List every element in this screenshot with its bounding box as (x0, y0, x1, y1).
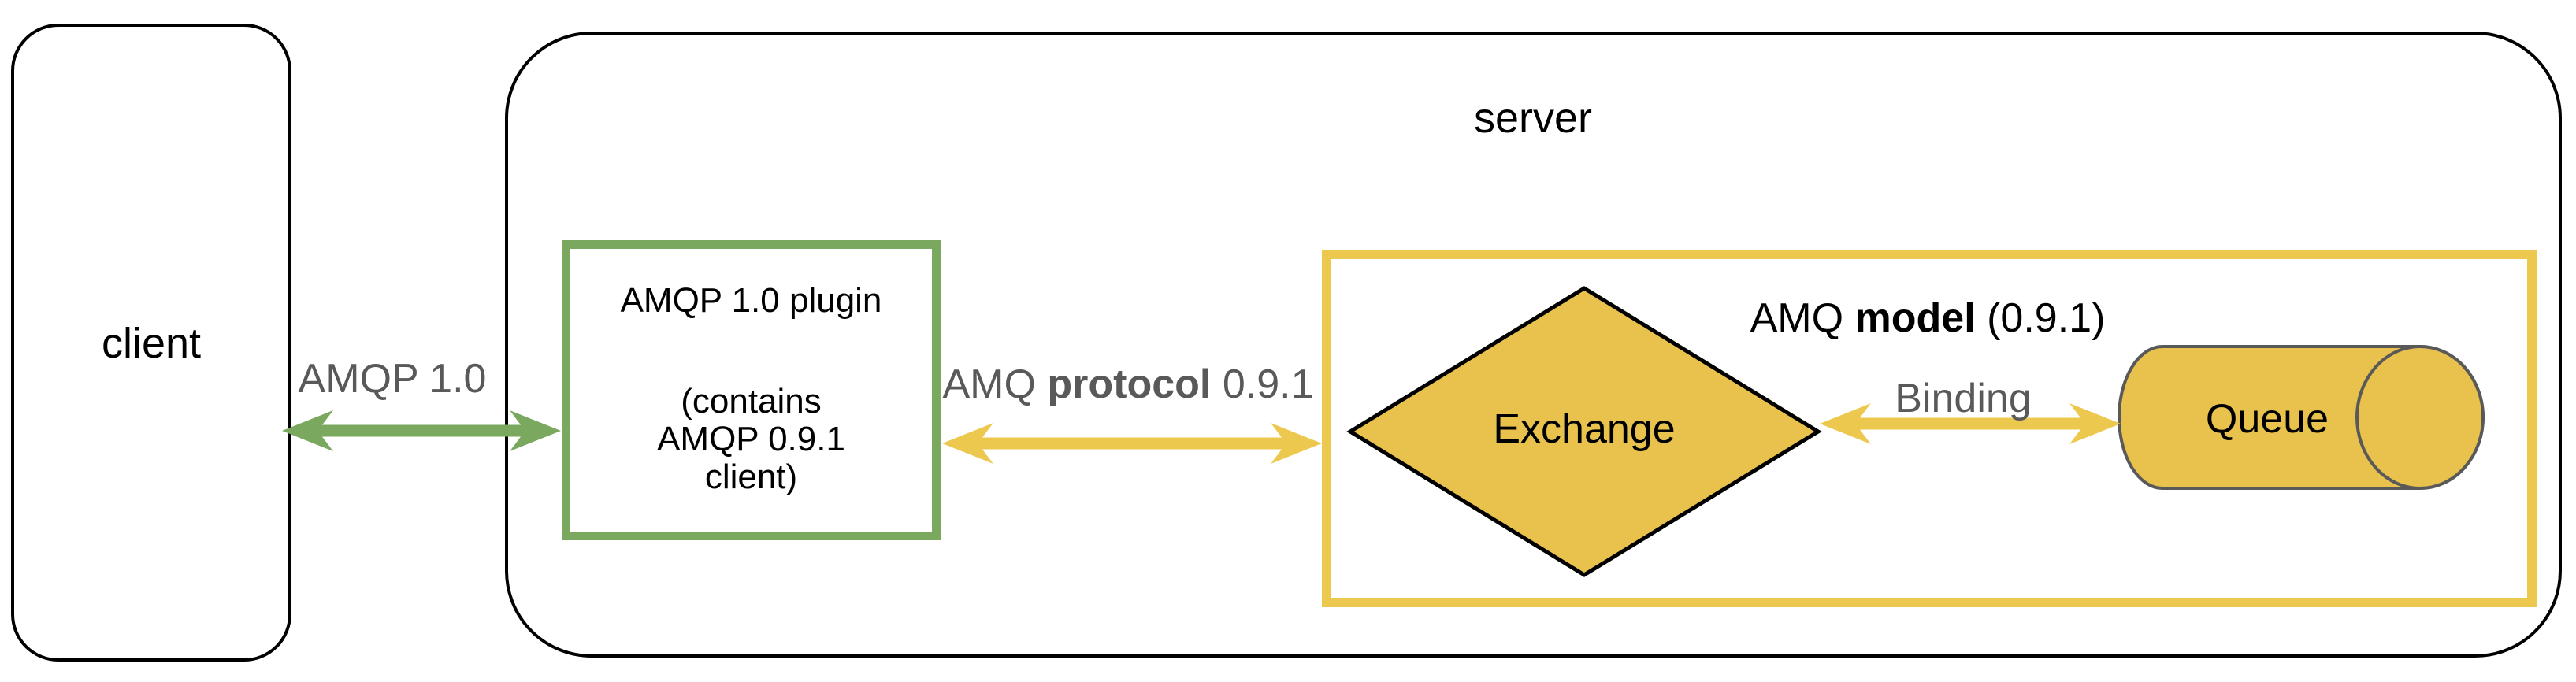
exchange-label: Exchange (1493, 406, 1676, 452)
amq-protocol-label-pre: AMQ (942, 361, 1048, 407)
amq-protocol-label-bold: protocol (1047, 361, 1212, 407)
amqp-plugin-box (562, 240, 941, 540)
amq-model-title-post: (0.9.1) (1975, 295, 2106, 341)
plugin-line-2: (contains (681, 382, 822, 421)
amqp-plugin-text: AMQP 1.0 plugin (contains AMQP 0.9.1 cli… (562, 282, 941, 496)
queue-cylinder-cap (2355, 345, 2485, 490)
plugin-line-3: AMQP 0.9.1 (657, 420, 845, 458)
amq-model-title-pre: AMQ (1750, 295, 1855, 341)
client-box (11, 24, 291, 662)
plugin-line-4: client) (704, 458, 798, 496)
amqp10-arrow-label: AMQP 1.0 (298, 356, 487, 402)
amq-model-box (1322, 250, 2537, 607)
amq-model-title-bold: model (1854, 295, 1976, 341)
amqp10-arrow (282, 410, 561, 451)
amq-model-title: AMQ model (0.9.1) (1750, 298, 2106, 339)
server-label: server (1473, 95, 1593, 142)
plugin-line-1: AMQP 1.0 plugin (620, 281, 882, 320)
amq-protocol-label-post: 0.9.1 (1211, 361, 1314, 407)
amq-protocol-arrow (942, 423, 1322, 464)
binding-arrow-label: Binding (1895, 376, 2032, 421)
binding-arrow (1820, 403, 2121, 444)
server-box (505, 32, 2562, 658)
client-label: client (101, 320, 202, 367)
exchange-diamond-shape (1346, 286, 1822, 577)
amq-protocol-arrow-label: AMQ protocol 0.9.1 (943, 364, 1314, 405)
queue-label: Queue (2205, 396, 2329, 442)
